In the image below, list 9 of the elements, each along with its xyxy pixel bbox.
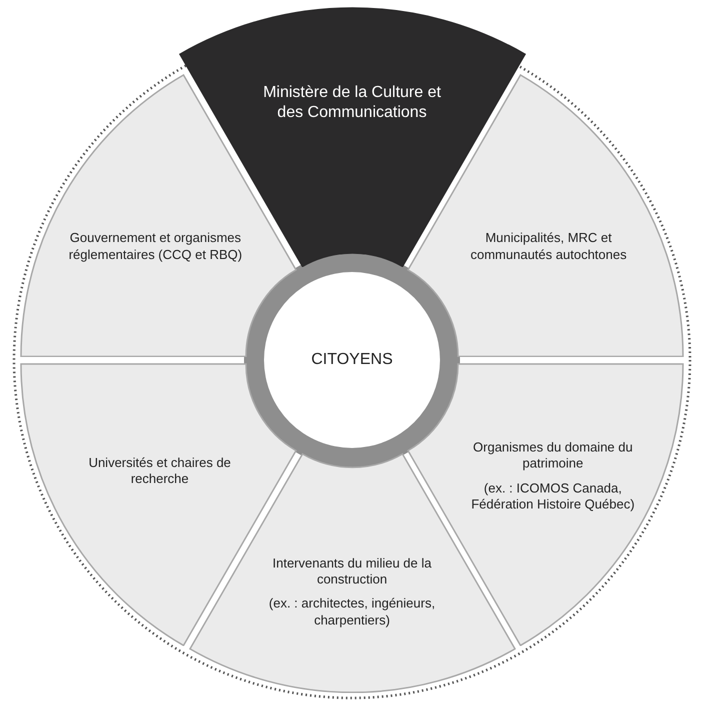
sector-label: Universités et chaires de recherche xyxy=(88,454,232,488)
center-label: CITOYENS xyxy=(311,350,393,370)
sector-label: (ex. : architectes, ingénieurs, charpentiers) xyxy=(268,596,436,628)
sector-label: Gouvernement et organismes réglementaires (CCQ et RBQ) xyxy=(68,230,244,263)
sector-label: Municipalités, MRC et communautés autochtones xyxy=(470,230,628,263)
sector-label: Organismes du domaine du patrimoine xyxy=(472,440,634,472)
sector-label: Intervenants du milieu de la construction xyxy=(272,555,432,588)
sector-label: (ex. : ICOMOS Canada, Fédération Histoire Québec) xyxy=(470,480,636,512)
sector-label: Ministère de la Culture et des Communications xyxy=(262,83,442,123)
